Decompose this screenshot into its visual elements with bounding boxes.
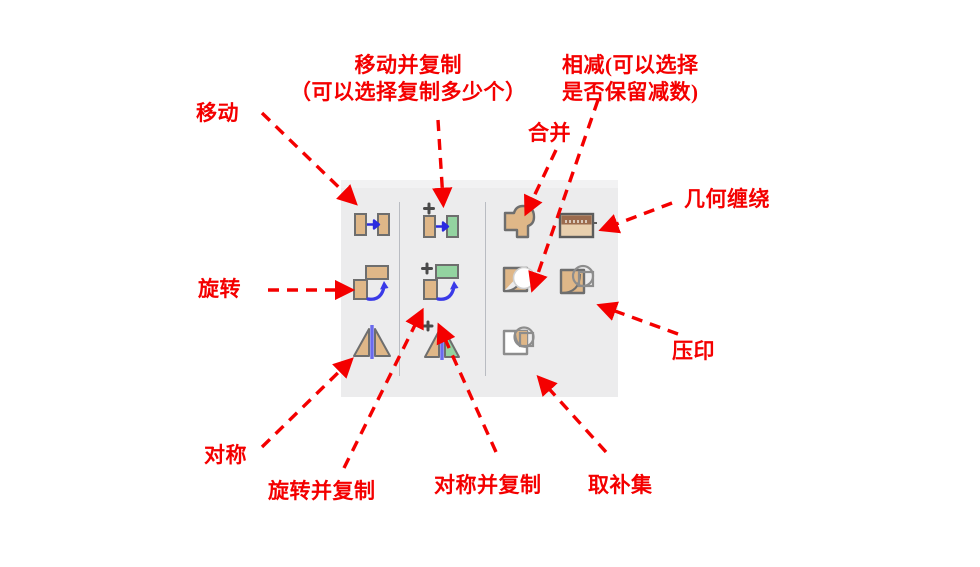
toolbar-button-move-copy[interactable] <box>419 202 465 248</box>
label-imprint: 压印 <box>672 339 715 363</box>
label-geometry-wrap: 几何缠绕 <box>684 187 770 211</box>
toolbar-button-rotate-copy[interactable] <box>419 260 465 306</box>
label-union: 合并 <box>528 121 571 145</box>
arrow-move <box>260 111 358 206</box>
toolbar-button-mirror-copy[interactable] <box>419 320 465 366</box>
label-rotate-copy: 旋转并复制 <box>268 479 376 503</box>
toolbar-divider-1 <box>399 202 400 376</box>
arrow-mirror <box>260 357 354 449</box>
toolbar-button-imprint[interactable] <box>555 260 601 306</box>
toolbar-top-highlight <box>341 180 618 188</box>
toolbar-divider-2 <box>485 202 486 376</box>
label-move: 移动 <box>196 101 239 125</box>
label-mirror: 对称 <box>204 443 247 467</box>
toolbar-button-union[interactable] <box>497 202 543 248</box>
toolbar-button-subtract[interactable] <box>497 260 543 306</box>
toolbar-button-geometry-wrap[interactable] <box>555 202 601 248</box>
label-rotate: 旋转 <box>198 277 241 301</box>
toolbar-button-mirror[interactable] <box>349 320 395 366</box>
label-subtract: 相减(可以选择 是否保留减数) <box>562 53 699 104</box>
label-mirror-copy: 对称并复制 <box>434 473 542 497</box>
toolbar-button-move[interactable] <box>349 202 395 248</box>
toolbar-button-complement[interactable] <box>497 320 543 366</box>
modeling-toolbar <box>341 180 618 397</box>
label-complement: 取补集 <box>588 473 653 497</box>
toolbar-button-rotate[interactable] <box>349 260 395 306</box>
label-move-copy: 移动并复制 （可以选择复制多少个） <box>290 53 527 104</box>
